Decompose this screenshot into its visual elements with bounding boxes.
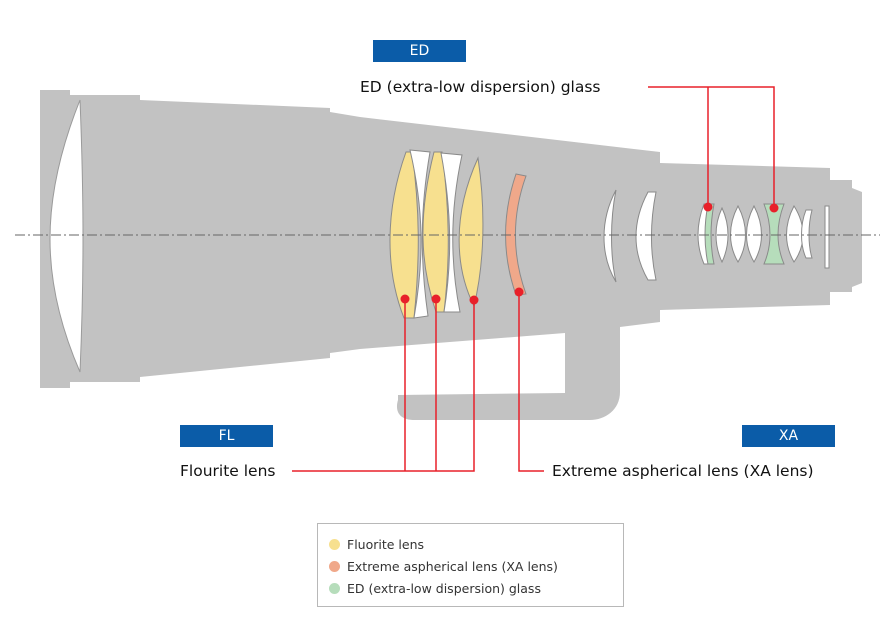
- front-element: [49, 99, 84, 373]
- glass-element-2: [440, 152, 463, 313]
- fluorite-element-1: [389, 151, 419, 319]
- ed-dot-1: [703, 202, 713, 212]
- xa-leader-line: [518, 292, 544, 472]
- leader-lines: [292, 86, 775, 472]
- ed-dot-2: [769, 203, 779, 213]
- glass-element-1: [409, 149, 431, 319]
- xa-element: [505, 173, 527, 296]
- fl-leader-line: [292, 300, 475, 472]
- xa-lens-callout: Extreme aspherical lens (XA lens): [552, 462, 814, 480]
- xa-swatch-icon: [329, 560, 340, 572]
- rear-element-6: [801, 209, 813, 259]
- xa-badge: XA: [742, 425, 835, 447]
- legend-item-xa: Extreme aspherical lens (XA lens): [329, 555, 623, 577]
- fl-dot-3: [469, 295, 479, 305]
- fl-dot-2: [431, 294, 441, 304]
- ed-element-2: [763, 203, 785, 265]
- rear-element-4: [746, 204, 762, 263]
- fluorite-callout: Flourite lens: [180, 462, 276, 480]
- rear-filter: [824, 205, 830, 269]
- legend: Fluorite lens Extreme aspherical lens (X…: [317, 523, 624, 607]
- legend-label: Extreme aspherical lens (XA lens): [347, 558, 558, 574]
- rear-element-3: [730, 204, 746, 263]
- ed-leader-line: [648, 86, 775, 208]
- ed-glass-callout: ED (extra-low dispersion) glass: [360, 78, 601, 96]
- fl-dot-1: [400, 294, 410, 304]
- fluorite-swatch-icon: [329, 538, 340, 550]
- mid-element-2: [635, 191, 657, 281]
- ed-swatch-icon: [329, 582, 340, 594]
- legend-item-ed: ED (extra-low dispersion) glass: [329, 577, 623, 599]
- legend-label: ED (extra-low dispersion) glass: [347, 580, 541, 596]
- mid-element-1: [603, 189, 617, 283]
- ed-element-1: [704, 203, 715, 265]
- legend-label: Fluorite lens: [347, 536, 425, 552]
- legend-item-fluorite: Fluorite lens: [329, 533, 623, 555]
- ed-badge: ED: [373, 40, 466, 62]
- leader-dots: [400, 202, 779, 305]
- fl-badge: FL: [180, 425, 273, 447]
- xa-dot: [514, 287, 524, 297]
- rear-element-5: [786, 205, 804, 263]
